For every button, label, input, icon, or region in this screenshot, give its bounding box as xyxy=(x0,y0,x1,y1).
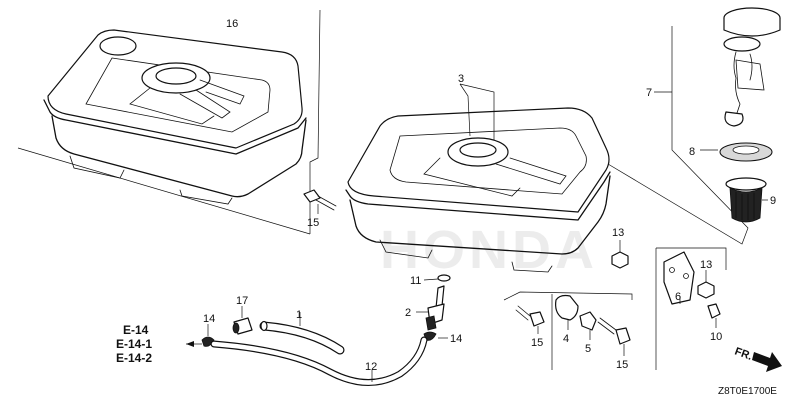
reference-codes: E-14 E-14-1 E-14-2 xyxy=(116,323,202,365)
callout-15-center: 15 xyxy=(531,337,543,349)
callout-15-left: 15 xyxy=(307,217,319,229)
callout-8: 8 xyxy=(689,146,695,158)
bolt-15-left: 15 xyxy=(303,189,337,229)
ref-e-14-2[interactable]: E-14-2 xyxy=(116,351,152,365)
fuel-tank-3: HONDA 3 xyxy=(345,73,611,280)
callout-1: 1 xyxy=(296,309,302,321)
fuel-tube-12: 12 xyxy=(210,336,428,386)
callout-14-left: 14 xyxy=(203,313,215,325)
callout-9: 9 xyxy=(770,195,776,207)
callout-2: 2 xyxy=(405,307,411,319)
rear-bracket-line xyxy=(503,291,633,301)
side-bracket-top xyxy=(656,247,727,270)
bolt-15-center: 15 xyxy=(515,305,545,349)
callout-16: 16 xyxy=(226,18,238,30)
tank-bracket-6: 6 xyxy=(663,251,695,305)
callout-15-right: 15 xyxy=(616,359,628,371)
callout-6: 6 xyxy=(675,291,681,303)
nut-13-bracket: 13 xyxy=(697,259,715,299)
callout-13-bracket: 13 xyxy=(700,259,712,271)
callout-13-tank: 13 xyxy=(612,227,624,239)
tube-1: 1 xyxy=(259,309,345,355)
tank-cushion-4: 4 xyxy=(555,294,579,345)
callout-4: 4 xyxy=(563,333,569,345)
fuel-tank-alt-16: 16 xyxy=(17,9,321,235)
bolt-15-right: 15 xyxy=(597,317,631,371)
callout-17: 17 xyxy=(236,295,248,307)
honda-watermark: HONDA xyxy=(380,220,598,280)
fuel-strainer-9: 9 xyxy=(725,177,776,223)
nut-13-tank: 13 xyxy=(611,227,629,269)
callout-5: 5 xyxy=(585,343,591,355)
ref-e-14[interactable]: E-14 xyxy=(123,323,149,337)
fuel-cap-7: 7 xyxy=(607,7,781,245)
front-direction-arrow: FR. xyxy=(733,346,782,372)
callout-11: 11 xyxy=(410,275,421,287)
fr-label: FR. xyxy=(733,346,754,363)
callout-10: 10 xyxy=(710,331,722,343)
bolt-10: 10 xyxy=(707,303,722,343)
callout-12: 12 xyxy=(365,361,377,373)
fuel-valve-2: 2 xyxy=(405,285,445,331)
diagram-code: Z8T0E1700E xyxy=(718,386,777,397)
callout-7: 7 xyxy=(646,87,652,99)
clip-5: 5 xyxy=(579,311,597,355)
ref-e-14-1[interactable]: E-14-1 xyxy=(116,337,152,351)
callout-14-right: 14 xyxy=(450,333,462,345)
cap-gasket-8: 8 xyxy=(689,142,773,162)
hose-clip-14-right: 14 xyxy=(423,331,462,345)
joint-17: 17 xyxy=(232,295,253,335)
washer-11: 11 xyxy=(410,274,451,287)
callout-3: 3 xyxy=(458,73,464,85)
